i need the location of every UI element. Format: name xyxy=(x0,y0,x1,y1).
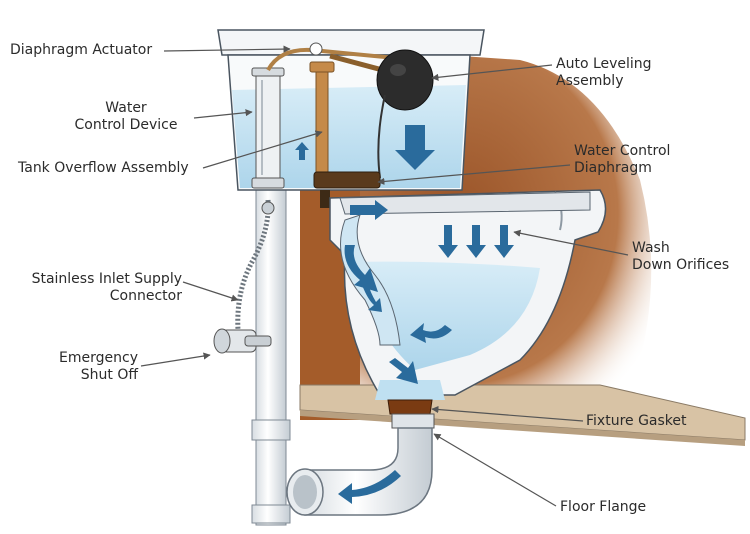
label-line: Auto Leveling xyxy=(556,56,652,72)
label-line: Down Orifices xyxy=(632,257,730,273)
label-line: Water xyxy=(105,100,147,116)
drain-pipe xyxy=(286,413,435,516)
supply-pipe xyxy=(251,184,291,526)
label-diaphragm-actuator: Diaphragm Actuator xyxy=(10,42,153,58)
label-line: Control Device xyxy=(74,117,178,133)
water-control-device xyxy=(251,67,285,189)
label-line: Shut Off xyxy=(80,367,138,383)
label-line: Emergency xyxy=(59,350,138,366)
stainless-supply-line xyxy=(235,199,275,331)
label-line: Connector xyxy=(109,288,182,304)
label-water-control-diaphragm: Water Control Diaphragm xyxy=(574,143,670,177)
tank-overflow-tube xyxy=(309,61,335,181)
label-stainless-inlet-supply-connector: Stainless Inlet Supply Connector xyxy=(6,271,182,305)
label-water-control-device: Water Control Device xyxy=(64,100,188,134)
label-auto-leveling-assembly: Auto Leveling Assembly xyxy=(556,56,652,90)
shut-off-valve xyxy=(213,328,272,354)
label-line: Water Control xyxy=(574,143,671,159)
label-wash-down-orifices: Wash Down Orifices xyxy=(632,240,729,274)
flow-arrows xyxy=(295,125,514,504)
auto-leveling-float xyxy=(376,49,434,179)
label-line: Diaphragm xyxy=(574,160,652,176)
label-fixture-gasket: Fixture Gasket xyxy=(586,413,687,429)
label-line: Wash xyxy=(632,240,670,256)
label-tank-overflow-assembly: Tank Overflow Assembly xyxy=(18,160,189,176)
label-floor-flange: Floor Flange xyxy=(560,499,647,515)
label-line: Stainless Inlet Supply xyxy=(31,271,182,287)
fixture-gasket xyxy=(387,399,433,415)
label-emergency-shut-off: Emergency Shut Off xyxy=(40,350,138,384)
label-line: Assembly xyxy=(556,73,624,89)
leader-lines xyxy=(140,45,629,507)
